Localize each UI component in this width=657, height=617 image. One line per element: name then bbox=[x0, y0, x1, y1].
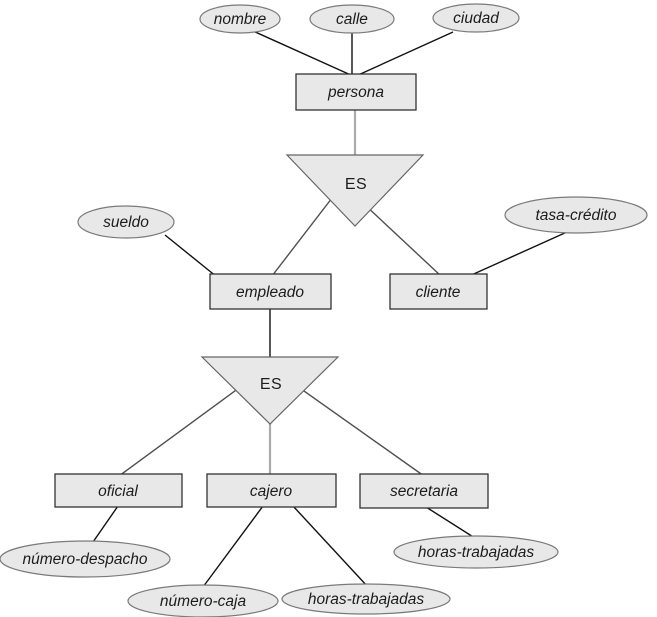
entity-oficial-shape bbox=[54, 473, 183, 508]
entity-empleado-shape bbox=[209, 273, 332, 310]
edge-sueldo-empleado bbox=[164, 234, 218, 278]
entity-empleado-label: empleado bbox=[236, 284, 304, 301]
entity-cliente: cliente bbox=[389, 273, 488, 310]
edge-tasa-credito-cliente bbox=[466, 231, 568, 278]
isa-triangle-1-shape bbox=[285, 154, 425, 227]
entity-cajero-shape bbox=[206, 473, 337, 508]
isa-triangle-2-label: ES bbox=[260, 376, 282, 393]
diagram-edges bbox=[92, 30, 568, 588]
edge-ciudad-persona bbox=[355, 31, 454, 77]
attribute-ciudad: ciudad bbox=[432, 3, 520, 33]
entity-persona-shape bbox=[295, 73, 417, 111]
entity-secretaria-shape bbox=[359, 473, 489, 509]
attribute-numero-caja-shape bbox=[127, 584, 279, 617]
attribute-horas-trabajadas-secretaria-shape bbox=[393, 535, 559, 569]
attribute-numero-despacho-shape bbox=[0, 540, 171, 578]
entity-secretaria: secretaria bbox=[359, 473, 489, 509]
entity-persona: persona bbox=[295, 73, 417, 111]
attribute-ciudad-shape bbox=[432, 3, 520, 33]
isa-triangle-1-label: ES bbox=[345, 176, 367, 193]
attribute-calle-label: calle bbox=[336, 11, 368, 28]
edge-nombre-persona bbox=[252, 30, 354, 77]
isa-triangle-1: ES bbox=[285, 154, 425, 227]
isa-triangle-2: ES bbox=[200, 356, 340, 425]
attribute-sueldo-shape bbox=[77, 205, 175, 239]
attribute-tasa-credito: tasa-crédito bbox=[504, 196, 648, 234]
entity-cliente-shape bbox=[389, 273, 488, 310]
entity-oficial-label: oficial bbox=[98, 483, 138, 500]
entity-persona-label: persona bbox=[327, 84, 384, 101]
entity-cajero-label: cajero bbox=[250, 483, 293, 500]
entity-empleado: empleado bbox=[209, 273, 332, 310]
attribute-numero-caja: número-caja bbox=[127, 584, 279, 617]
attribute-ciudad-label: ciudad bbox=[453, 10, 500, 27]
attribute-sueldo-label: sueldo bbox=[103, 214, 149, 231]
attribute-nombre: nombre bbox=[199, 4, 281, 34]
attribute-horas-trabajadas-secretaria: horas-trabajadas bbox=[393, 535, 559, 569]
attribute-calle: calle bbox=[309, 4, 395, 34]
entity-cliente-label: cliente bbox=[416, 284, 461, 301]
edge-es2-oficial bbox=[118, 373, 259, 477]
attribute-numero-despacho: número-despacho bbox=[0, 540, 171, 578]
edge-cajero-numero-caja bbox=[202, 505, 264, 588]
attribute-horas-trabajadas-secretaria-label: horas-trabajadas bbox=[418, 544, 535, 561]
attribute-tasa-credito-shape bbox=[504, 196, 648, 234]
attribute-numero-despacho-label: número-despacho bbox=[23, 551, 148, 568]
attribute-tasa-credito-label: tasa-crédito bbox=[536, 207, 617, 224]
attribute-sueldo: sueldo bbox=[77, 205, 175, 239]
attribute-horas-trabajadas-cajero-shape bbox=[281, 583, 451, 615]
attribute-horas-trabajadas-cajero-label: horas-trabajadas bbox=[308, 591, 425, 608]
edge-oficial-numero-despacho bbox=[92, 505, 119, 543]
attribute-calle-shape bbox=[309, 4, 395, 34]
entity-cajero: cajero bbox=[206, 473, 337, 508]
attribute-horas-trabajadas-cajero: horas-trabajadas bbox=[281, 583, 451, 615]
attribute-numero-caja-label: número-caja bbox=[160, 593, 247, 610]
edge-cajero-horas-trabajadas bbox=[292, 505, 369, 588]
entity-secretaria-label: secretaria bbox=[390, 483, 458, 500]
isa-triangle-2-shape bbox=[200, 356, 340, 425]
entity-oficial: oficial bbox=[54, 473, 183, 508]
attribute-nombre-label: nombre bbox=[214, 11, 267, 28]
attribute-nombre-shape bbox=[199, 4, 281, 34]
edge-secretaria-horas-trabajadas bbox=[425, 506, 479, 541]
